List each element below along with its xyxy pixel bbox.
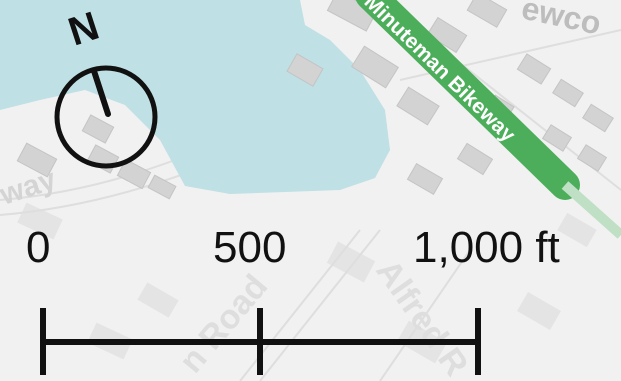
scale-label-500: 500 <box>213 223 287 272</box>
bikeway-path <box>355 0 580 200</box>
scale-bar <box>40 308 481 375</box>
faded-buildings <box>17 202 597 364</box>
bikeway-faded <box>561 181 621 239</box>
pond <box>0 0 390 194</box>
scale-label-0: 0 <box>26 223 51 272</box>
scale-label-1000: 1,000 ft <box>413 223 560 272</box>
